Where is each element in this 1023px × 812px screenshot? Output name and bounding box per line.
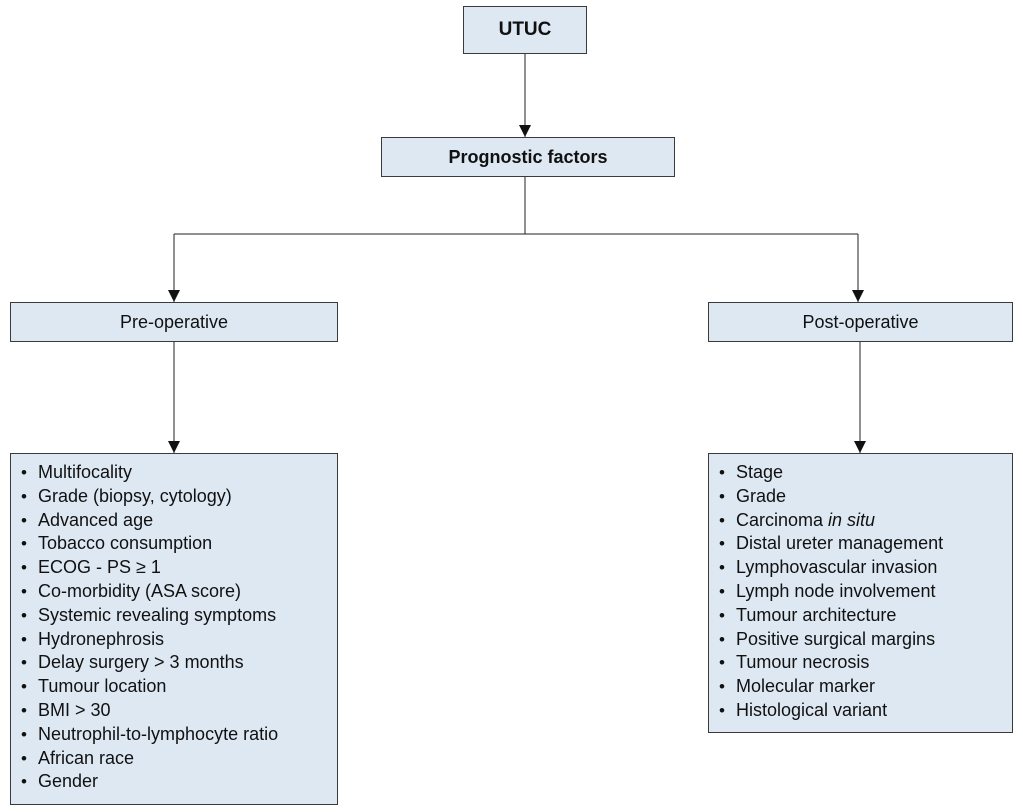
pre-factor-item: Gender	[21, 770, 337, 794]
pre-factor-item: Tumour location	[21, 675, 337, 699]
pre-operative-factors-list: MultifocalityGrade (biopsy, cytology)Adv…	[11, 454, 337, 794]
post-operative-node: Post-operative	[708, 302, 1013, 342]
post-factor-item: Lymph node involvement	[719, 580, 1012, 604]
pre-factor-item: Grade (biopsy, cytology)	[21, 485, 337, 509]
pre-operative-node: Pre-operative	[10, 302, 338, 342]
prognostic-factors-node: Prognostic factors	[381, 137, 675, 177]
pre-factor-item: African race	[21, 747, 337, 771]
pre-factor-item: Tobacco consumption	[21, 532, 337, 556]
pre-factor-item: Systemic revealing symptoms	[21, 604, 337, 628]
post-factor-item: Tumour architecture	[719, 604, 1012, 628]
post-operative-factors-box: StageGradeCarcinoma in situDistal ureter…	[708, 453, 1013, 733]
post-factor-item: Lymphovascular invasion	[719, 556, 1012, 580]
post-factor-italic-text: in situ	[828, 509, 876, 530]
pre-factor-item: ECOG - PS ≥ 1	[21, 556, 337, 580]
post-factor-item: Carcinoma in situ	[719, 509, 1012, 533]
post-factor-item: Stage	[719, 461, 1012, 485]
post-factor-item: Distal ureter management	[719, 532, 1012, 556]
pre-operative-label: Pre-operative	[119, 311, 229, 332]
post-factor-item: Positive surgical margins	[719, 628, 1012, 652]
pre-factor-item: Hydronephrosis	[21, 628, 337, 652]
prognostic-factors-label: Prognostic factors	[448, 146, 608, 167]
pre-factor-item: Delay surgery > 3 months	[21, 651, 337, 675]
pre-operative-factors-box: MultifocalityGrade (biopsy, cytology)Adv…	[10, 453, 338, 805]
post-factor-item: Tumour necrosis	[719, 651, 1012, 675]
pre-factor-item: Multifocality	[21, 461, 337, 485]
pre-factor-item: BMI > 30	[21, 699, 337, 723]
root-node: UTUC	[463, 6, 587, 54]
post-factor-text: Carcinoma	[736, 509, 829, 530]
pre-factor-item: Neutrophil-to-lymphocyte ratio	[21, 723, 337, 747]
pre-factor-item: Advanced age	[21, 509, 337, 533]
post-operative-label: Post-operative	[802, 311, 919, 332]
post-factor-item: Histological variant	[719, 699, 1012, 723]
post-factor-item: Molecular marker	[719, 675, 1012, 699]
post-operative-factors-list: StageGradeCarcinoma in situDistal ureter…	[709, 454, 1012, 723]
post-factor-item: Grade	[719, 485, 1012, 509]
pre-factor-item: Co-morbidity (ASA score)	[21, 580, 337, 604]
root-node-label: UTUC	[498, 19, 552, 40]
